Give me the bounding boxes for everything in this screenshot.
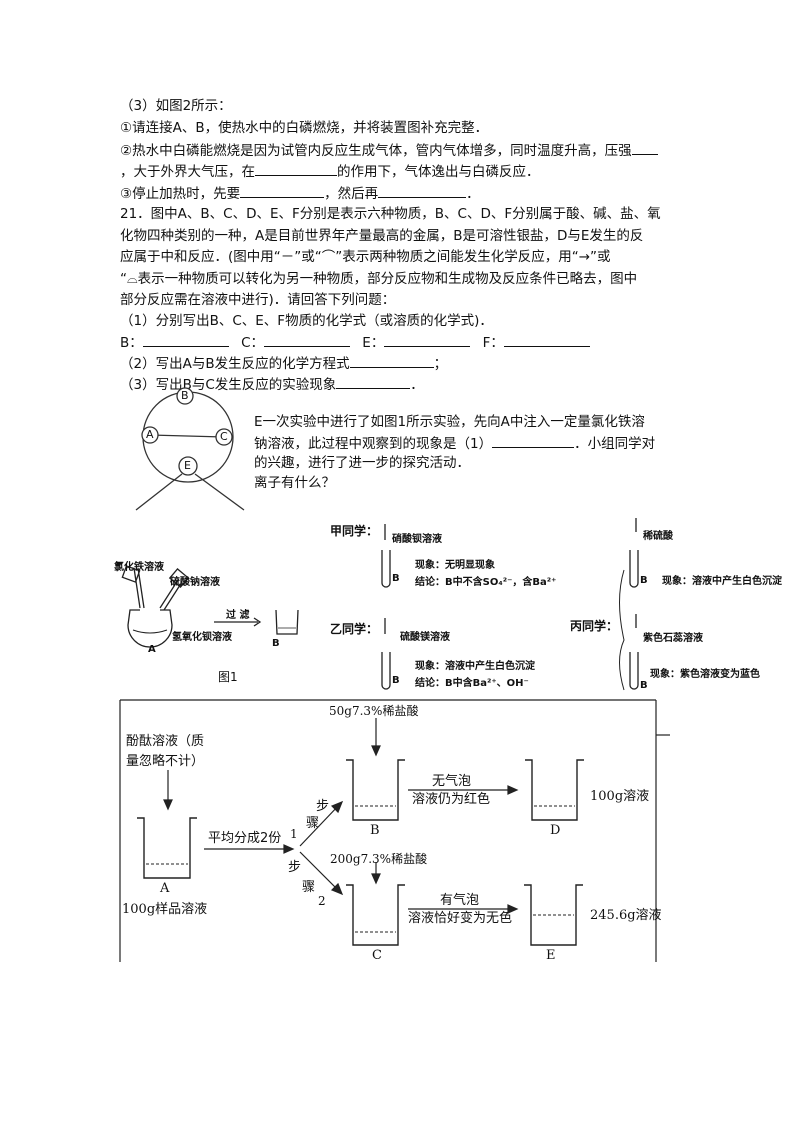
d-mass-label: 100g溶液 bbox=[590, 789, 650, 804]
no-gas-label: 无气泡 bbox=[432, 774, 472, 789]
q21-sub2: （2）写出A与B发生反应的化学方程式； bbox=[120, 353, 447, 374]
jia-reagent: 硝酸钡溶液 bbox=[392, 534, 442, 545]
acid2-label: 200g7.3%稀盐酸 bbox=[330, 852, 428, 866]
circle-label-e: E bbox=[184, 459, 191, 472]
q21-line3: 应属于中和反应．(图中用“－”或“⌒”表示两种物质之间能发生化学反应，用“→”或 bbox=[120, 249, 611, 265]
answer-blank[interactable] bbox=[240, 183, 325, 198]
beaker-e-label: E bbox=[546, 948, 556, 963]
q21-sub3: （3）写出B与C发生反应的实验现象． bbox=[120, 374, 424, 395]
answer-blank[interactable] bbox=[503, 332, 590, 347]
filter-label: 过 滤 bbox=[226, 610, 250, 621]
step1-number: 1 bbox=[290, 827, 298, 841]
q3-step1: ①请连接A、B，使热水中的白磷燃烧，并将装置图补充完整． bbox=[120, 120, 489, 136]
bing-phenomenon2: 现象：紫色溶液变为蓝色 bbox=[650, 669, 760, 680]
reagent-left: 氯化铁溶液 bbox=[114, 562, 164, 573]
q22-line2: 钠溶液，此过程中观察到的现象是（1）．小组同学对 bbox=[254, 433, 655, 454]
circle-label-a: A bbox=[146, 428, 154, 441]
e-mass-label: 245.6g溶液 bbox=[590, 908, 662, 923]
flask-label: A bbox=[148, 644, 156, 655]
q21-line4: “⌓表示一种物质可以转化为另一种物质，部分反应物和生成物及反应条件已略去，图中 bbox=[120, 271, 638, 287]
step1-char-b: 骤 bbox=[306, 816, 320, 831]
beaker-a-label: A bbox=[160, 881, 170, 896]
beaker-b-label: B bbox=[272, 638, 280, 649]
q21-answers: B： C： E： F： bbox=[120, 332, 590, 353]
q3-heading: （3）如图2所示： bbox=[120, 98, 232, 114]
step2-char-a: 步 bbox=[288, 860, 302, 875]
circle-label-b: B bbox=[181, 389, 189, 402]
yi-name: 乙同学： bbox=[330, 622, 379, 636]
answer-blank[interactable] bbox=[384, 332, 471, 347]
bing-phenomenon1: 现象：溶液中产生白色沉淀 bbox=[662, 576, 782, 587]
yi-reagent: 硫酸镁溶液 bbox=[400, 632, 450, 643]
q3-step2a: ②热水中白磷能燃烧是因为试管内反应生成气体，管内气体增多，同时温度升高，压强 bbox=[120, 140, 658, 161]
circle-diagram bbox=[135, 387, 245, 511]
q21-line2: 化物四种类别的一种，A是目前世界年产量最高的金属，B是可溶性银盐，D与E发生的反 bbox=[120, 228, 644, 244]
indicator-label: 酚酞溶液（质 bbox=[126, 734, 205, 749]
reagent-right: 硫酸钠溶液 bbox=[170, 577, 220, 588]
fig1-caption: 图1 bbox=[218, 670, 238, 684]
answer-blank[interactable] bbox=[492, 433, 575, 448]
top-acid-label: 50g7.3%稀盐酸 bbox=[329, 704, 419, 718]
has-gas-label: 有气泡 bbox=[440, 893, 480, 908]
q3-step2b: ，大于外界大气压，在的作用下，气体逸出与白磷反应． bbox=[120, 161, 540, 182]
fig2-arrows bbox=[163, 718, 519, 914]
bing-reagent1: 稀硫酸 bbox=[643, 531, 673, 542]
bing-tube-label-2: B bbox=[640, 680, 648, 691]
q22-line3: 的兴趣，进行了进一步的探究活动． bbox=[254, 455, 470, 471]
bing-name: 丙同学： bbox=[570, 619, 619, 633]
answer-blank[interactable] bbox=[349, 353, 434, 368]
answer-blank[interactable] bbox=[378, 183, 467, 198]
step2-number: 2 bbox=[318, 894, 326, 908]
flask-content: 氢氧化钡溶液 bbox=[172, 632, 232, 643]
q21-line5: 部分反应需在溶液中进行)．请回答下列问题： bbox=[120, 292, 396, 308]
jia-phenomenon: 现象：无明显现象 bbox=[415, 560, 495, 571]
answer-blank[interactable] bbox=[631, 140, 658, 155]
beaker-d-label: D bbox=[550, 823, 561, 838]
jia-name: 甲同学： bbox=[330, 524, 379, 538]
answer-blank[interactable] bbox=[255, 161, 337, 176]
sample-label: 100g样品溶液 bbox=[122, 902, 208, 917]
q3-step3: ③停止加热时，先要，然后再． bbox=[120, 183, 480, 204]
colorless-label: 溶液恰好变为无色 bbox=[408, 911, 513, 926]
q21-line1: 21．图中A、B、C、D、E、F分别是表示六种物质，B、C、D、F分别属于酸、碱… bbox=[120, 206, 661, 222]
answer-blank[interactable] bbox=[264, 332, 350, 347]
beaker-c-label: C bbox=[372, 948, 382, 963]
split-label: 平均分成2份 bbox=[208, 831, 282, 846]
answer-blank[interactable] bbox=[336, 374, 411, 389]
circle-label-c: C bbox=[220, 430, 228, 443]
still-red-label: 溶液仍为红色 bbox=[412, 792, 491, 807]
answer-blank[interactable] bbox=[142, 332, 229, 347]
yi-phenomenon: 现象：溶液中产生白色沉淀 bbox=[415, 661, 535, 672]
yi-tube-label: B bbox=[392, 675, 400, 686]
q21-sub1: （1）分别写出B、C、E、F物质的化学式（或溶质的化学式)． bbox=[120, 313, 493, 329]
q22-line4: 离子有什么？ bbox=[254, 475, 335, 491]
q22-line1: E一次实验中进行了如图1所示实验，先向A中注入一定量氯化铁溶 bbox=[254, 414, 645, 430]
step1-char-a: 步 bbox=[316, 799, 330, 814]
indicator-label-2: 量忽略不计） bbox=[126, 754, 205, 769]
beaker-b-label-2: B bbox=[370, 823, 380, 838]
bing-reagent2: 紫色石蕊溶液 bbox=[643, 633, 703, 644]
jia-conclusion: 结论：B中不含SO₄²⁻，含Ba²⁺ bbox=[415, 577, 557, 588]
bing-tube-label-1: B bbox=[640, 575, 648, 586]
jia-tube-label: B bbox=[392, 573, 400, 584]
step2-char-b: 骤 bbox=[302, 880, 316, 895]
yi-conclusion: 结论：B中含Ba²⁺、OH⁻ bbox=[415, 678, 529, 689]
